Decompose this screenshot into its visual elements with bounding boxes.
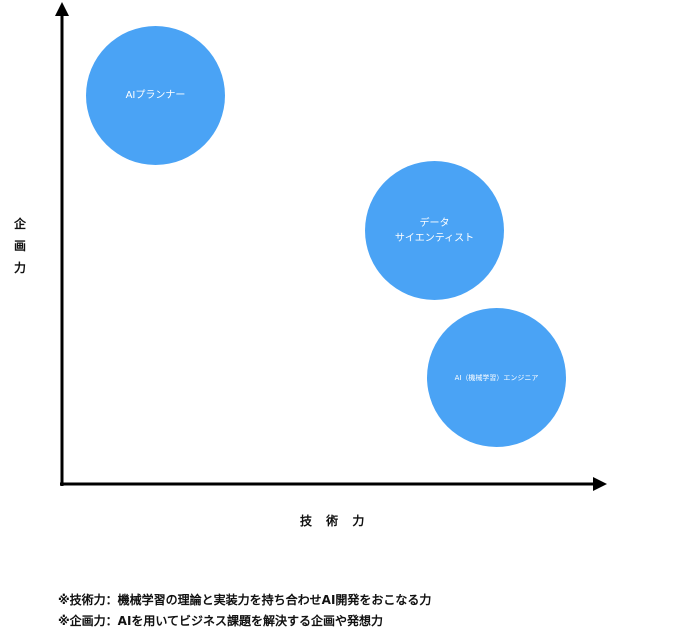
footnotes: ※技術力：機械学習の理論と実装力を持ち合わせAI開発をおこなる力 ※企画力：AI… [58,590,658,632]
bubble-ai-engineer-label: AI（機械学習）エンジニア [454,373,539,382]
bubble-ai-planner: AIプランナー [86,26,225,165]
footnote-planning-skill: ※企画力：AIを用いてビジネス課題を解決する企画や発想力 [58,614,384,628]
x-axis-arrowhead [593,477,607,491]
bubble-data-scientist-label: データ サイエンティスト [394,217,475,244]
bubble-data-scientist: データ サイエンティスト [365,161,504,300]
y-axis-arrowhead [55,2,69,16]
x-axis-label: 技 術 力 [300,514,370,528]
bubble-ai-engineer: AI（機械学習）エンジニア [427,308,566,447]
y-axis-label: 企 画 力 [13,217,26,275]
footnote-technical-skill: ※技術力：機械学習の理論と実装力を持ち合わせAI開発をおこなる力 [58,593,432,607]
bubble-ai-planner-label: AIプランナー [125,89,186,101]
